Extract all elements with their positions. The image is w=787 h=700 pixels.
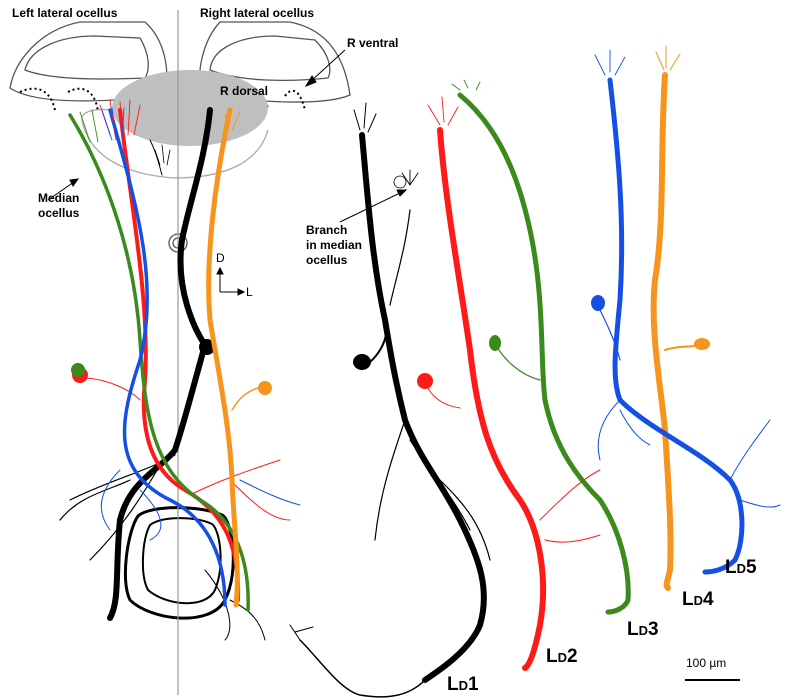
ld4-neuron [650, 45, 699, 591]
right-lateral-ocellus-label: Right lateral ocellus [200, 6, 314, 20]
ld1-soma [353, 354, 371, 370]
axis-d-label: D [216, 251, 225, 265]
ld1-neuron [289, 102, 491, 698]
ld2-label: LD2 [546, 646, 578, 667]
ld5-neuron [594, 49, 781, 575]
ld5-soma [591, 295, 605, 311]
annotation-arrows [47, 49, 408, 223]
ld3-soma [489, 335, 501, 351]
r-dorsal-label: R dorsal [220, 84, 268, 98]
ld3-label: LD3 [627, 619, 659, 640]
ld4-label: LD4 [682, 589, 714, 610]
ld3-neuron [451, 79, 631, 615]
axis-l-label: L [246, 285, 253, 299]
branch-label-1: Branch [306, 223, 347, 237]
ld2-overlay-axon [118, 108, 241, 602]
ld4-overlay-axon [206, 107, 240, 608]
ld1-label: LD1 [447, 674, 479, 695]
ld1-overlay-axon [107, 107, 213, 621]
left-lateral-ocellus-label: Left lateral ocellus [12, 6, 118, 20]
median-ocellus-label-2: ocellus [38, 206, 80, 220]
scale-bar-label: 100 µm [686, 656, 726, 670]
ld1-overlay-soma [199, 339, 215, 355]
median-ocellus-label-1: Median [38, 191, 79, 205]
ld3-overlay-soma [71, 363, 85, 377]
ld2-soma [417, 373, 433, 389]
lateral-ocellus-dotted-lines [19, 87, 306, 113]
r-ventral-label: R ventral [347, 36, 398, 50]
ld4-overlay-soma [258, 381, 272, 395]
ld3-overlay-axon [68, 113, 250, 612]
orientation-axes [216, 266, 246, 296]
r-dorsal-shaded-region [112, 70, 268, 146]
left-panel-neurons [59, 99, 301, 641]
ld2-neuron [424, 96, 601, 671]
ld5-overlay-axon [108, 108, 227, 607]
branch-label-2: in median [306, 238, 362, 252]
ld5-label: LD5 [725, 557, 757, 578]
branch-label-3: ocellus [306, 253, 348, 267]
ld4-soma [694, 338, 710, 350]
